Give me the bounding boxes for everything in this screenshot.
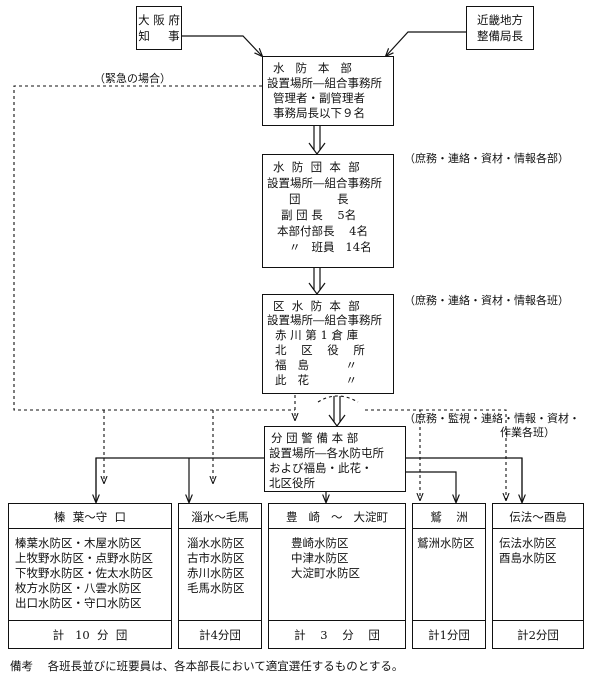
osaka-governor-box: 大 阪 府 知 事 [136, 6, 182, 50]
ku-honbu-line: 此 花 〃 [275, 373, 358, 387]
group-box-shisui: 淄水～毛馬 淄水水防区 古市水防区 赤川水防区 毛馬水防区 計4分団 [178, 503, 262, 649]
suibodan-honbu-line: 本部付部長 4名 [277, 224, 368, 238]
group-district: 大淀町水防区 [291, 566, 360, 580]
bundan-honbu-line: 北区役所 [269, 476, 315, 490]
ku-honbu-note: （庶務・連絡・資材・情報各班） [404, 294, 569, 307]
suibo-honbu-line: 事務局長以下９名 [273, 106, 365, 120]
group-district: 榛葉水防区・木屋水防区 [15, 536, 142, 550]
group-total: 計2分団 [517, 628, 559, 642]
group-district: 下牧野水防区・佐太水防区 [15, 566, 153, 580]
group-district: 酉島水防区 [499, 551, 557, 565]
suibodan-honbu-line: 団 長 [289, 192, 349, 206]
suibodan-honbu-line: 設置場所―組合事務所 [267, 176, 382, 190]
suibo-honbu-line: 設置場所―組合事務所 [267, 76, 382, 90]
group-total: 計 10 分 団 [52, 628, 128, 642]
bundan-honbu-note2: 作業各班） [500, 426, 555, 439]
bundan-honbu-note1: （庶務・監視・連絡・情報・資材・ [404, 412, 580, 425]
group-district: 出口水防区・守口水防区 [15, 596, 142, 610]
group-box-denpo: 伝法～酉島 伝法水防区 酉島水防区 計2分団 [492, 503, 584, 649]
kinki-bureau-box: 近畿地方 整備局長 [466, 6, 534, 50]
group-district: 中津水防区 [291, 551, 349, 565]
group-district: 毛馬水防区 [187, 581, 245, 595]
group-total: 計1分団 [428, 628, 470, 642]
group-header: 伝法～酉島 [509, 510, 567, 524]
group-district: 赤川水防区 [187, 566, 245, 580]
suibodan-honbu-line: 〃 班員 14名 [289, 240, 372, 254]
kinki-line1: 近畿地方 [477, 13, 523, 27]
ku-honbu-line: 赤 川 第 1 倉 庫 [275, 328, 359, 342]
group-total: 計4分団 [199, 628, 241, 642]
group-district: 鷲洲水防区 [417, 536, 475, 550]
suibo-honbu-box: 水 防 本 部 設置場所―組合事務所 管理者・副管理者 事務局長以下９名 [262, 56, 394, 126]
ku-honbu-line: 設置場所―組合事務所 [267, 313, 382, 327]
group-box-sagisu: 鷲 洲 鷲洲水防区 計1分団 [412, 503, 486, 649]
group-header: 榛 葉～守 口 [53, 510, 127, 524]
kinki-arrow [386, 31, 466, 56]
group-header: 鷲 洲 [430, 510, 468, 524]
ku-honbu-title: 区 水 防 本 部 [273, 299, 360, 313]
group-district: 豊崎水防区 [291, 536, 349, 550]
ku-honbu-line: 福 島 〃 [275, 358, 358, 372]
group-district: 古市水防区 [187, 551, 245, 565]
group-header: 豊 崎 ～ 大淀町 [286, 510, 388, 524]
group-district: 枚方水防区・八雲水防区 [15, 581, 142, 595]
ku-honbu-line: 北 区 役 所 [275, 343, 365, 357]
suibodan-honbu-note: （庶務・連絡・資材・情報各部） [404, 152, 569, 165]
osaka-line2: 知 事 [138, 29, 180, 43]
emergency-dashed-line [13, 85, 295, 411]
suibo-honbu-line: 管理者・副管理者 [273, 91, 365, 105]
osaka-line1: 大 阪 府 [138, 13, 180, 27]
suibodan-honbu-box: 水 防 団 本 部 設置場所―組合事務所 団 長 副 団 長 5名 本部付部長 … [262, 154, 394, 268]
bundan-honbu-box: 分 団 警 備 本 部 設置場所―各水防屯所 および福島・此花・ 北区役所 [264, 426, 406, 492]
group-total: 計 3 分 団 [294, 628, 380, 642]
suibodan-honbu-line: 副 団 長 5名 [281, 208, 357, 222]
emergency-note: （緊急の場合） [94, 72, 171, 85]
ku-honbu-box: 区 水 防 本 部 設置場所―組合事務所 赤 川 第 1 倉 庫 北 区 役 所… [262, 294, 394, 394]
bundan-honbu-title: 分 団 警 備 本 部 [271, 431, 359, 445]
bundan-honbu-line: 設置場所―各水防屯所 [269, 446, 384, 460]
group-header: 淄水～毛馬 [191, 510, 249, 524]
suibo-honbu-title: 水 防 本 部 [273, 61, 352, 75]
group-district: 伝法水防区 [499, 536, 557, 550]
group-district: 淄水水防区 [187, 536, 245, 550]
bundan-honbu-line: および福島・此花・ [269, 461, 373, 475]
suibodan-honbu-title: 水 防 団 本 部 [273, 160, 360, 174]
group-district: 上牧野水防区・点野水防区 [15, 551, 153, 565]
footnote: 備考 各班長並びに班要員は、各本部長において適宜選任するものとする。 [10, 659, 404, 673]
kinki-line2: 整備局長 [477, 29, 523, 43]
osaka-arrow [180, 35, 262, 56]
group-box-toyosaki: 豊 崎 ～ 大淀町 豊崎水防区 中津水防区 大淀町水防区 計 3 分 団 [268, 503, 406, 649]
group-box-shinba: 榛 葉～守 口 榛葉水防区・木屋水防区 上牧野水防区・点野水防区 下牧野水防区・… [8, 503, 172, 649]
